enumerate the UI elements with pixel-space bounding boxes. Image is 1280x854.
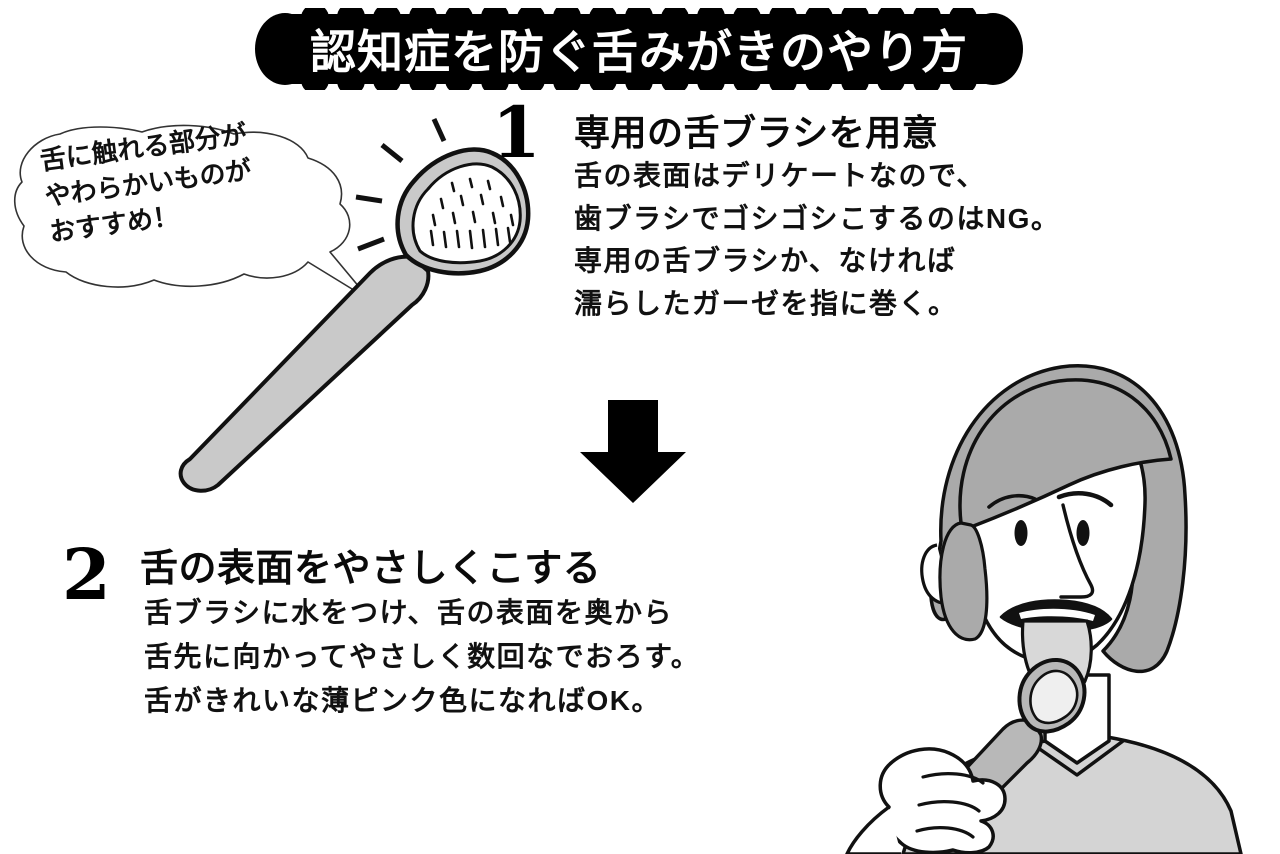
down-arrow-shape — [580, 400, 686, 503]
woman-hair-sidelock — [938, 521, 989, 642]
step-1-body: 舌の表面はデリケートなので、 歯ブラシでゴシゴシこするのはNG。 専用の舌ブラシ… — [574, 155, 1060, 325]
woman-teeth — [1019, 608, 1095, 621]
woman-brush-pad — [1029, 669, 1079, 725]
woman-illustration — [845, 345, 1280, 854]
woman-hair-front — [958, 378, 1173, 529]
brush-handle — [178, 254, 431, 493]
speech-bubble-shape — [13, 124, 371, 301]
down-arrow-icon — [578, 400, 688, 505]
woman-neckline — [1030, 739, 1125, 777]
step-1-body-line-3: 専用の舌ブラシか、なければ — [574, 245, 957, 277]
step-2-body-line-1: 舌ブラシに水をつけ、舌の表面を奥から — [144, 597, 674, 628]
brush-head-pad — [411, 162, 522, 265]
sparkle-icon — [355, 117, 447, 252]
woman-finger-line-1 — [921, 772, 985, 785]
tongue-brush-drawing — [178, 117, 531, 493]
woman-finger-line-2 — [917, 800, 981, 813]
woman-eyebrow-right — [1056, 490, 1114, 508]
page-title: 認知症を防ぐ舌みがきのやり方 — [310, 26, 968, 78]
speech-bubble: 舌に触れる部分が やわらかいものが おすすめ！ — [8, 119, 378, 322]
step-1-body-line-2: 歯ブラシでゴシゴシこするのはNG。 — [574, 202, 1061, 234]
step-1-heading: 専用の舌ブラシを用意 — [574, 112, 939, 153]
woman-eyebrow-left — [987, 493, 1037, 509]
woman-nose — [1059, 503, 1095, 599]
step-2-number: 2 — [62, 533, 111, 616]
step-1-number: 1 — [492, 91, 541, 174]
step-2-heading: 舌の表面をやさしくこする — [140, 548, 602, 590]
woman-eye-left — [1014, 520, 1028, 546]
woman-drawing — [845, 364, 1243, 854]
step-2-body-line-2: 舌先に向かってやさしく数回なでおろす。 — [144, 641, 701, 673]
brush-bristles — [429, 177, 515, 250]
step-1-body-line-4: 濡らしたガーゼを指に巻く。 — [574, 287, 958, 319]
step-1-body-line-1: 舌の表面はデリケートなので、 — [574, 160, 986, 191]
title-banner-shape — [255, 8, 1023, 90]
title-banner: 認知症を防ぐ舌みがきのやり方 — [255, 8, 1023, 90]
tongue-brush-illustration — [170, 105, 540, 495]
step-2-body: 舌ブラシに水をつけ、舌の表面を奥から 舌先に向かってやさしく数回なでおろす。 舌… — [144, 591, 700, 724]
step-2-body-line-3: 舌がきれいな薄ピンク色になればOK。 — [144, 685, 662, 717]
woman-eye-right — [1076, 520, 1090, 546]
woman-finger-line-3 — [915, 826, 975, 839]
